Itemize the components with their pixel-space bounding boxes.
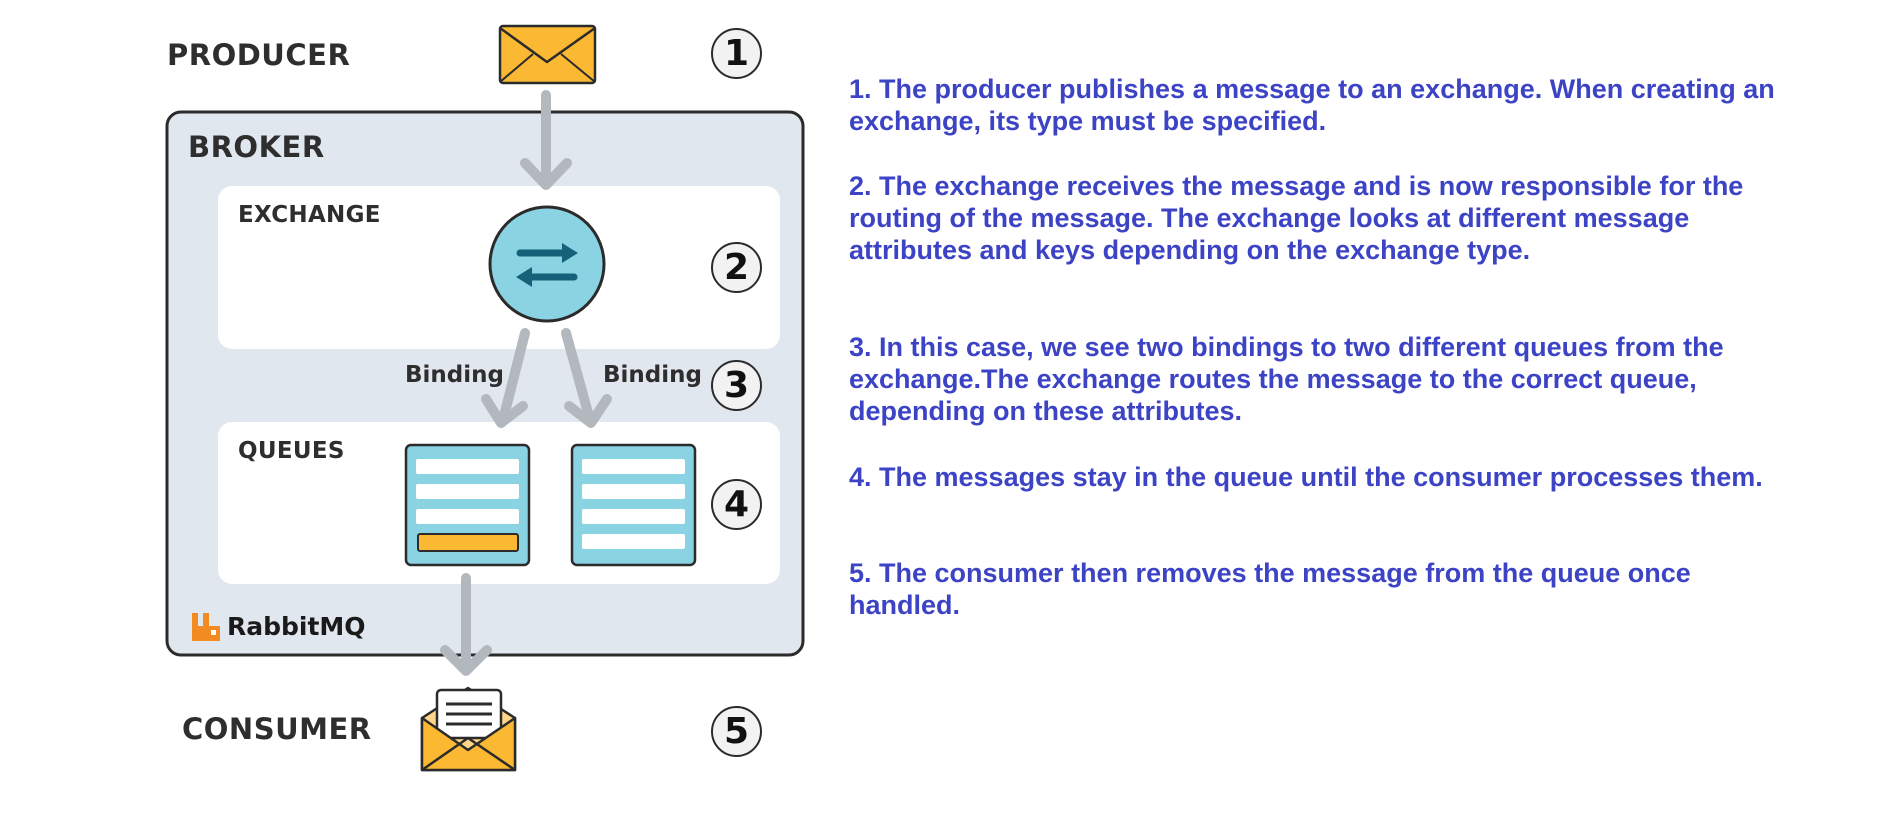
exchange-label: EXCHANGE bbox=[238, 202, 381, 228]
step-number-2: 2 bbox=[711, 242, 762, 293]
producer-label: PRODUCER bbox=[167, 38, 351, 72]
description-step-5: 5. The consumer then removes the message… bbox=[849, 558, 1691, 620]
binding-arrow-left bbox=[481, 328, 530, 428]
step-number-1: 1 bbox=[711, 28, 762, 79]
open-envelope-icon bbox=[420, 686, 517, 772]
arrow-producer-to-exchange bbox=[520, 90, 572, 190]
binding-label-left: Binding bbox=[405, 362, 504, 388]
exchange-arrows-icon bbox=[488, 205, 606, 323]
queue-icon bbox=[570, 443, 697, 567]
binding-label-right: Binding bbox=[603, 362, 702, 388]
step-number-5: 5 bbox=[711, 706, 762, 757]
arrow-queue-to-consumer bbox=[440, 573, 492, 676]
consumer-label: CONSUMER bbox=[182, 712, 372, 746]
broker-label: BROKER bbox=[188, 130, 325, 164]
rabbitmq-brand-name: RabbitMQ bbox=[227, 612, 366, 641]
description-step-1: 1. The producer publishes a message to a… bbox=[849, 74, 1775, 136]
binding-arrow-right bbox=[561, 328, 612, 428]
description-step-4: 4. The messages stay in the queue until … bbox=[849, 462, 1763, 492]
rabbitmq-logo-icon bbox=[192, 613, 220, 641]
description-step-2: 2. The exchange receives the message and… bbox=[849, 171, 1744, 265]
queue-icon bbox=[404, 443, 531, 567]
step-number-3: 3 bbox=[711, 360, 762, 411]
queues-label: QUEUES bbox=[238, 438, 345, 464]
step-number-4: 4 bbox=[711, 479, 762, 530]
envelope-icon bbox=[498, 24, 597, 85]
description-step-3: 3. In this case, we see two bindings to … bbox=[849, 332, 1724, 426]
